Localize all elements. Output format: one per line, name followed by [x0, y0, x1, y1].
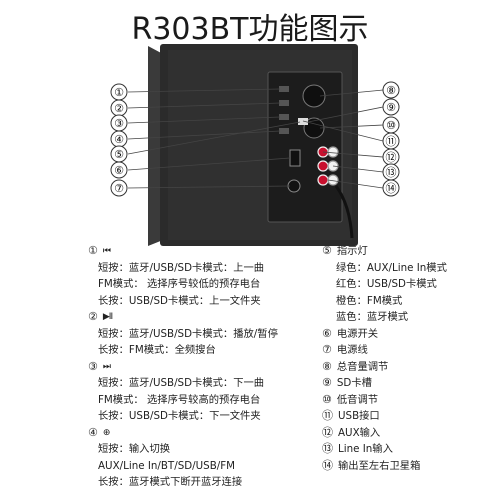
item-10-label: 低音调节	[336, 393, 379, 406]
item-9-label: SD卡槽	[336, 377, 372, 389]
input-switch-icon: ⊕	[102, 427, 110, 438]
volume-knob	[302, 84, 326, 108]
item-1-line-3: 长按：USB/SD卡模式：上一文件夹	[98, 294, 261, 307]
legend-right: ⑤ 指示灯 绿色：AUX/Line In模式 红色：USB/SD卡模式 橙色：F…	[322, 243, 447, 474]
play-button	[279, 100, 289, 106]
power-switch	[289, 149, 301, 167]
item-13-label: Line In输入	[338, 443, 393, 455]
item-2-number: ②	[88, 310, 98, 323]
item-10-number: ⑩	[322, 392, 332, 406]
item-8-number: ⑧	[322, 359, 332, 373]
rca-white-jack	[327, 146, 339, 158]
callout-1: ①	[114, 86, 124, 99]
item-13-number: ⑬	[322, 442, 333, 455]
callout-5: ⑤	[114, 148, 124, 161]
input-button	[279, 128, 289, 134]
item-5-header: ⑤ 指示灯	[322, 243, 447, 260]
item-5-line-2: 红色：USB/SD卡模式	[336, 278, 437, 290]
item-2-line-2: 长按：FM模式：全频搜台	[98, 344, 216, 356]
item-11-number: ⑪	[322, 409, 333, 422]
list-item: ⑧ 总音量调节	[322, 359, 447, 376]
callout-3: ③	[114, 117, 124, 130]
prev-button	[279, 86, 289, 92]
callout-12: ⑫	[386, 151, 397, 164]
item-2-header: ② ▶II	[88, 309, 278, 326]
item-7-label: 电源线	[336, 344, 368, 356]
list-item: ⑩ 低音调节	[322, 392, 447, 409]
item-6-label: 电源开关	[336, 327, 379, 340]
item-7-number: ⑦	[322, 343, 332, 356]
legend-left: ① ⏮ 短按：蓝牙/USB/SD卡模式：上一曲 FM模式： 选择序号较低的预存电…	[88, 243, 278, 491]
item-4-line-3: 长按：蓝牙模式下断开蓝牙连接	[98, 476, 243, 488]
list-item: ⑨ SD卡槽	[322, 375, 447, 392]
item-3-line-1: 短按：蓝牙/USB/SD卡模式：下一曲	[98, 377, 265, 389]
item-14-label: 输出至左右卫星箱	[338, 459, 421, 472]
callout-11: ⑪	[386, 135, 397, 148]
item-4-header: ④ ⊕	[88, 425, 278, 442]
callout-2: ②	[114, 102, 124, 115]
callout-6: ⑥	[114, 164, 124, 177]
list-item: ⑫ AUX输入	[322, 425, 447, 442]
item-4-number: ④	[88, 425, 98, 439]
callout-13: ⑬	[386, 166, 397, 179]
usb-port	[298, 118, 308, 125]
item-1-number: ①	[88, 244, 98, 257]
item-12-label: AUX输入	[338, 426, 381, 439]
play-pause-icon: ▶II	[102, 312, 113, 322]
item-12-number: ⑫	[322, 425, 333, 439]
list-item: ⑦ 电源线	[322, 342, 447, 359]
item-5-line-4: 蓝色：蓝牙模式	[336, 311, 409, 323]
callouts-right: ⑧ ⑨ ⑩ ⑪ ⑫ ⑬ ⑭	[382, 81, 400, 197]
cabinet-side	[148, 46, 163, 246]
callout-7: ⑦	[114, 182, 124, 195]
callout-14: ⑭	[386, 182, 397, 195]
callout-9: ⑨	[386, 101, 396, 114]
next-button	[279, 114, 289, 120]
output-jack-r	[317, 174, 329, 186]
previous-track-icon: ⏮	[102, 246, 111, 256]
item-3-line-3: 长按：USB/SD卡模式：下一文件夹	[98, 410, 261, 422]
item-1-line-1: 短按：蓝牙/USB/SD卡模式：上一曲	[98, 261, 265, 274]
list-item: ⑥ 电源开关	[322, 326, 447, 343]
rca-red-jack-2	[317, 160, 329, 172]
item-14-number: ⑭	[322, 458, 333, 472]
item-4-line-2: AUX/Line In/BT/SD/USB/FM	[98, 459, 236, 472]
item-5-number: ⑤	[322, 244, 332, 257]
item-5-line-3: 橙色：FM模式	[336, 294, 403, 307]
item-3-line-2: FM模式： 选择序号较高的预存电台	[98, 393, 261, 406]
item-9-number: ⑨	[322, 376, 332, 389]
list-item: ⑬ Line In输入	[322, 441, 447, 458]
page-title: R303BT功能图示	[131, 12, 369, 47]
item-8-label: 总音量调节	[336, 360, 389, 373]
speaker-rear-diagram: ① ② ③ ④ ⑤ ⑥ ⑦ ⑧ ⑨ ⑩ ⑪ ⑫ ⑬ ⑭	[110, 44, 400, 246]
leader-lines-left	[127, 88, 301, 189]
item-5-label: 指示灯	[336, 245, 368, 257]
callout-10: ⑩	[386, 119, 396, 132]
item-1-line-2: FM模式： 选择序号较低的预存电台	[98, 278, 261, 290]
item-4-line-1: 短按：输入切换	[98, 443, 171, 455]
item-3-header: ③ ⏭	[88, 359, 278, 376]
item-3-number: ③	[88, 359, 98, 373]
item-2-line-1: 短按：蓝牙/USB/SD卡模式：播放/暂停	[98, 327, 278, 340]
list-item: ⑭ 输出至左右卫星箱	[322, 458, 447, 475]
callout-4: ④	[114, 133, 124, 146]
item-5-line-1: 绿色：AUX/Line In模式	[336, 261, 447, 274]
callout-8: ⑧	[386, 84, 396, 97]
item-11-label: USB接口	[338, 410, 380, 422]
leader-lines-right	[302, 89, 384, 189]
item-6-number: ⑥	[322, 326, 332, 340]
callouts-left: ① ② ③ ④ ⑤ ⑥ ⑦	[110, 83, 128, 197]
next-track-icon: ⏭	[102, 361, 111, 372]
item-1-header: ① ⏮	[88, 243, 278, 260]
list-item: ⑪ USB接口	[322, 408, 447, 425]
